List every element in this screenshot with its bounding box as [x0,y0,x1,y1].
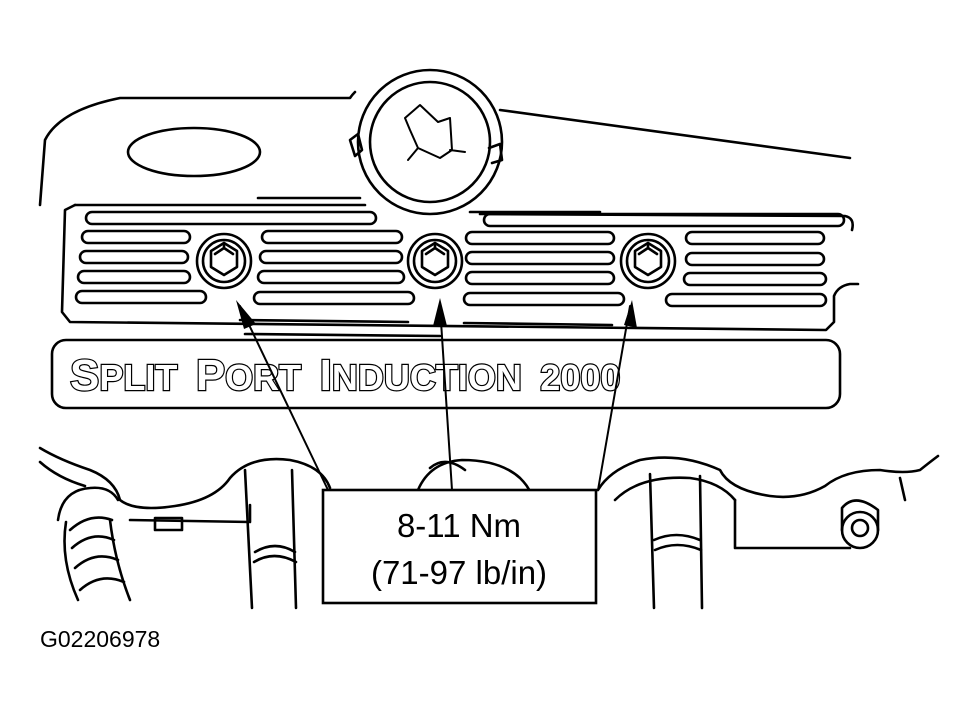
leader-line-right [597,305,631,491]
arrowhead-right [624,300,637,328]
leader-line-left [239,305,329,491]
oil-can-icon [404,104,466,161]
valve-cover-plate [60,203,860,338]
lower-intake-manifold [38,446,940,610]
leader-line-center [439,305,453,491]
figure-id: G02206978 [40,626,160,652]
bolt-right [619,232,677,290]
callout-box [321,488,598,605]
bolt-left [195,232,253,290]
oval-badge [126,126,262,178]
split-port-induction-emblem: SPLIT PORT INDUCTION 2000 [50,338,842,410]
torque-callout: 8-11 Nm (71-97 lb/in) [236,298,637,605]
arrowhead-center [433,298,447,326]
bolt-center [406,232,464,290]
oil-filler-cap [348,68,504,216]
emblem-text: SPLIT PORT INDUCTION 2000 [70,351,620,400]
torque-imperial: (71-97 lb/in) [371,554,547,591]
engine-cover-top [38,90,852,214]
torque-metric: 8-11 Nm [397,507,521,544]
arrowhead-left [236,300,256,329]
